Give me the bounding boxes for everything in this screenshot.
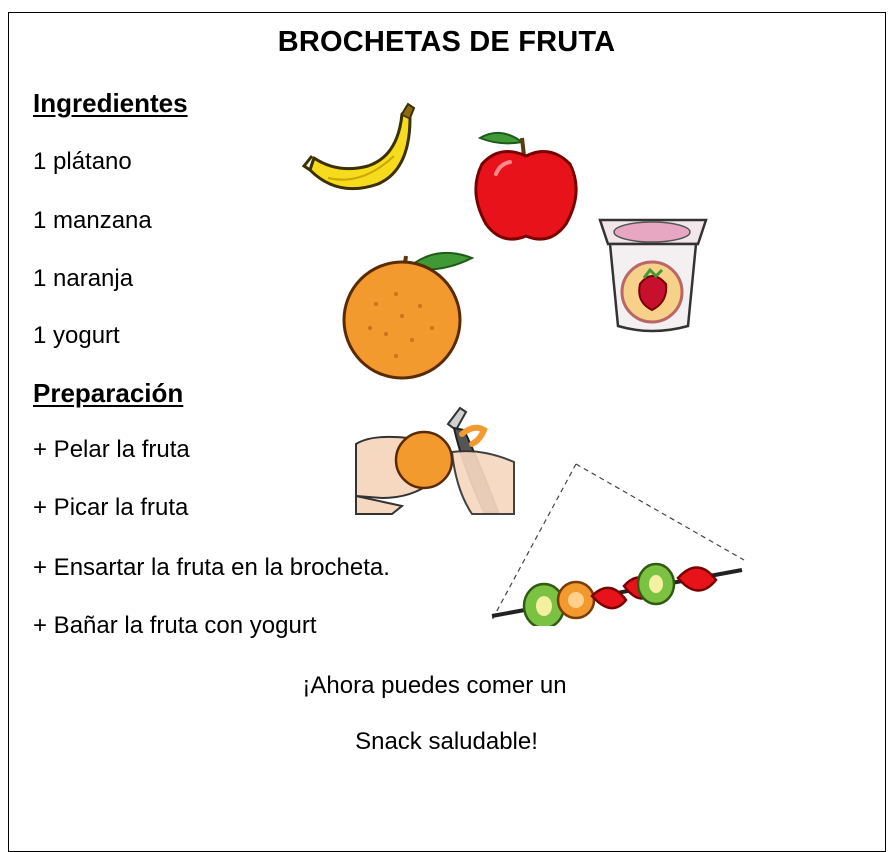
peeling-hands-icon	[355, 406, 515, 515]
closing-line-2: Snack saludable!	[355, 728, 538, 755]
closing-line-1: ¡Ahora puedes comer un	[302, 672, 567, 699]
ingredient-item: 1 plátano	[33, 148, 132, 175]
ingredient-item: 1 manzana	[33, 207, 152, 234]
yogurt-icon	[598, 218, 708, 333]
preparation-step: + Picar la fruta	[33, 494, 189, 521]
banana-icon	[301, 102, 416, 191]
ingredient-item: 1 naranja	[33, 265, 134, 292]
orange-icon	[342, 251, 475, 380]
preparation-step: + Bañar la fruta con yogurt	[33, 612, 317, 639]
preparation-step: + Pelar la fruta	[33, 436, 190, 463]
preparation-step: + Ensartar la fruta en la brocheta.	[33, 554, 390, 581]
preparation-heading: Preparación	[33, 378, 184, 408]
page-title: BROCHETAS DE FRUTA	[277, 26, 616, 58]
ingredient-item: 1 yogurt	[33, 322, 120, 349]
fruit-skewer-icon	[491, 463, 745, 626]
apple-icon	[474, 131, 578, 241]
ingredients-heading: Ingredientes	[33, 88, 188, 118]
